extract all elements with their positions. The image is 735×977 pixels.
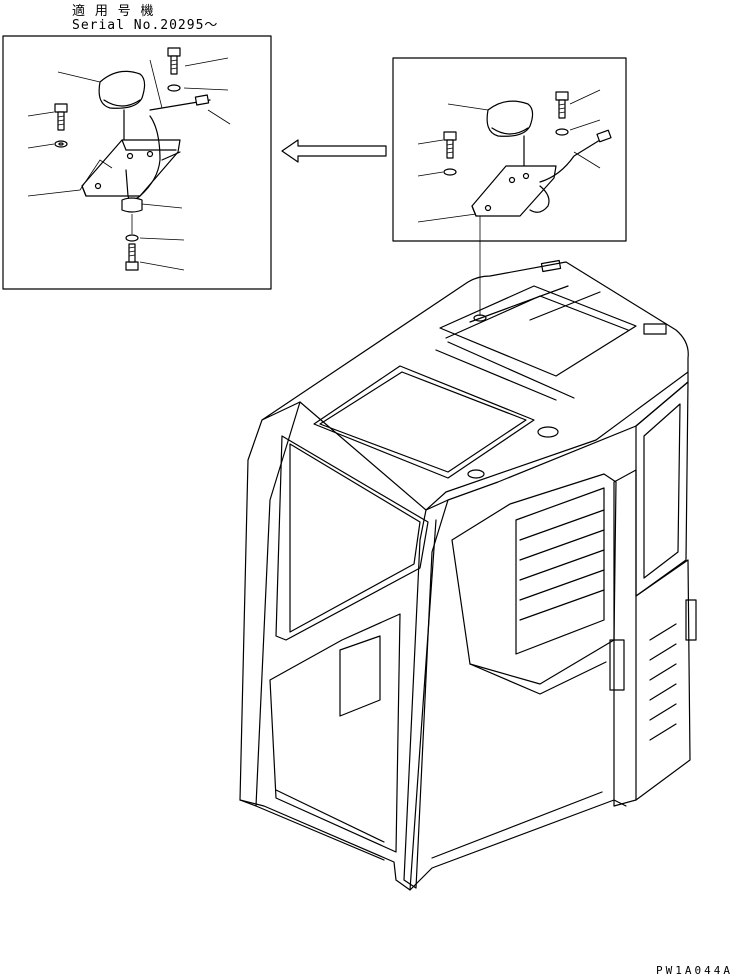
detail-box-right <box>392 57 627 316</box>
bolt-right-a <box>443 131 457 159</box>
bolt-left-b <box>167 47 181 75</box>
connector-right <box>596 129 612 143</box>
detail-box-left <box>2 35 272 290</box>
operator-cab <box>239 259 697 891</box>
applicability-label: 適 用 号 機 <box>72 4 155 19</box>
roof-window <box>313 365 535 479</box>
front-windshield <box>275 435 429 641</box>
antenna-mount <box>473 314 487 322</box>
washer-left-a <box>54 140 68 148</box>
bolt-left-c <box>125 243 139 271</box>
washer-left-c <box>125 234 139 242</box>
serial-number-label: Serial No.20295～ <box>72 18 219 33</box>
antenna-cover-right <box>486 100 534 137</box>
wire-right <box>539 139 601 183</box>
clamp-left <box>121 197 143 213</box>
antenna-cover-left <box>98 70 146 109</box>
washer-right-b <box>555 128 569 136</box>
bolt-left-a <box>54 103 68 131</box>
drawing-code: PW1A044A <box>656 964 733 977</box>
leader-lines-left <box>27 57 231 271</box>
bolt-right-b <box>555 91 569 119</box>
cab-roof <box>261 261 689 511</box>
washer-left-b <box>167 84 181 92</box>
washer-right-a <box>443 168 457 176</box>
leader-lines-right <box>417 89 601 223</box>
direction-arrow <box>281 139 387 163</box>
bracket-right <box>471 165 557 217</box>
